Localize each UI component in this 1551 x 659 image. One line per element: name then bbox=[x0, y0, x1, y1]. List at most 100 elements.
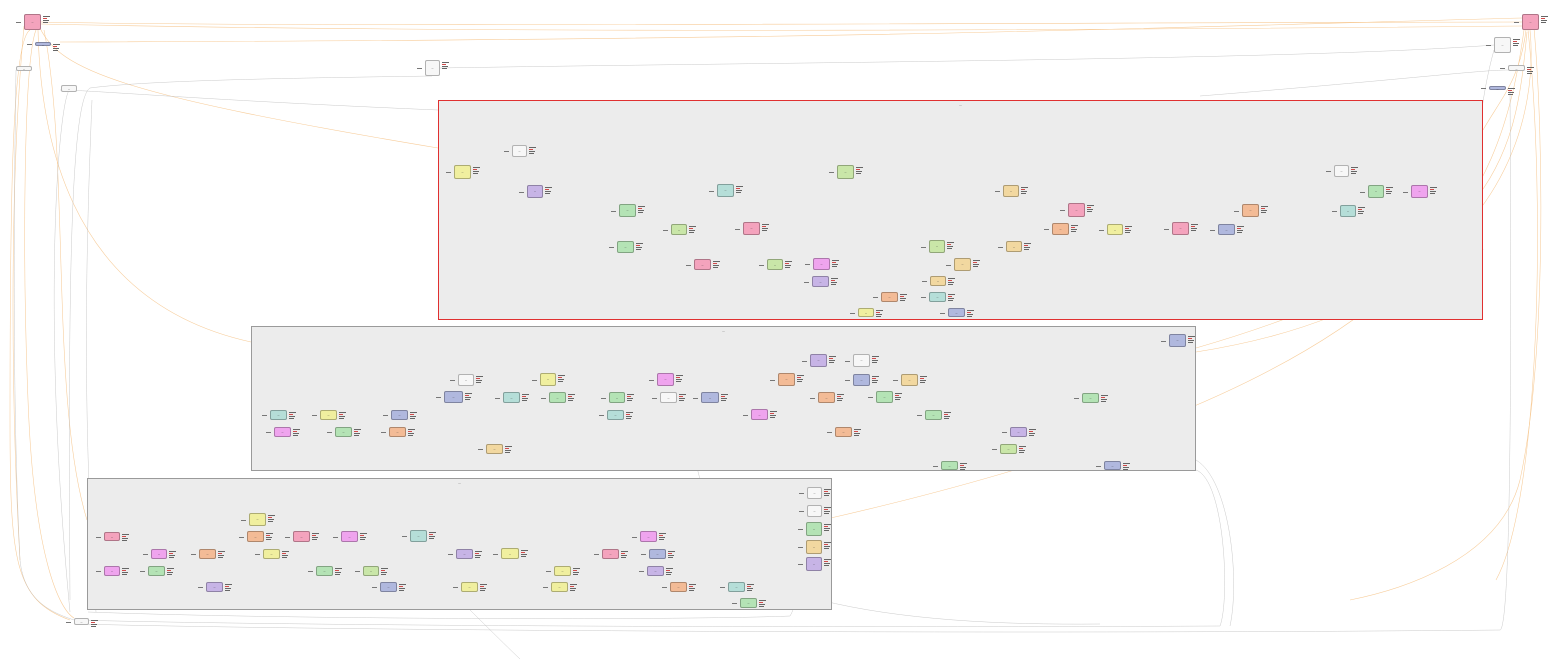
graph-node[interactable]: — bbox=[743, 222, 760, 235]
graph-node[interactable]: — bbox=[881, 292, 898, 302]
graph-node[interactable]: — bbox=[410, 530, 427, 542]
graph-node[interactable]: — bbox=[1104, 461, 1121, 470]
graph-node[interactable]: — bbox=[454, 165, 471, 179]
graph-node[interactable]: — bbox=[461, 582, 478, 592]
graph-node[interactable]: — bbox=[1000, 444, 1017, 454]
graph-node[interactable]: — bbox=[657, 373, 674, 386]
graph-node[interactable]: — bbox=[425, 60, 440, 76]
graph-node[interactable]: — bbox=[1010, 427, 1027, 437]
graph-node[interactable]: — bbox=[206, 582, 223, 592]
graph-node[interactable]: — bbox=[512, 145, 527, 157]
graph-node[interactable]: — bbox=[858, 308, 874, 317]
graph-node[interactable]: — bbox=[199, 549, 216, 559]
graph-node[interactable]: — bbox=[876, 391, 893, 403]
graph-node[interactable]: — bbox=[1340, 205, 1356, 217]
graph-node[interactable]: — bbox=[1006, 241, 1022, 252]
graph-node[interactable]: — bbox=[609, 392, 625, 403]
graph-node[interactable]: — bbox=[363, 566, 379, 576]
graph-node[interactable]: — bbox=[1334, 165, 1349, 177]
graph-node[interactable]: — bbox=[818, 392, 835, 403]
graph-node[interactable]: — bbox=[1522, 14, 1539, 30]
graph-node[interactable]: — bbox=[293, 531, 310, 542]
graph-node[interactable]: — bbox=[740, 598, 757, 608]
graph-node[interactable]: — bbox=[391, 410, 408, 420]
graph-node[interactable]: — bbox=[853, 374, 870, 386]
cluster-bottom[interactable]: — bbox=[87, 478, 832, 610]
graph-node[interactable]: — bbox=[694, 259, 711, 270]
graph-node[interactable]: — bbox=[320, 410, 337, 420]
graph-node[interactable]: — bbox=[767, 259, 783, 270]
graph-node[interactable]: — bbox=[35, 42, 51, 47]
graph-node[interactable]: — bbox=[380, 582, 397, 592]
graph-node[interactable]: — bbox=[104, 566, 120, 576]
graph-node[interactable]: — bbox=[813, 258, 830, 270]
graph-node[interactable]: — bbox=[837, 165, 854, 179]
graph-node[interactable]: — bbox=[810, 354, 827, 367]
graph-node[interactable]: — bbox=[806, 557, 822, 571]
graph-node[interactable]: — bbox=[274, 427, 291, 437]
graph-node[interactable]: — bbox=[640, 531, 657, 542]
graph-node[interactable]: — bbox=[1411, 185, 1428, 198]
graph-node[interactable]: — bbox=[389, 427, 406, 437]
graph-node[interactable]: — bbox=[554, 566, 571, 576]
graph-node[interactable]: — bbox=[335, 427, 352, 437]
graph-node[interactable]: — bbox=[1169, 334, 1186, 347]
graph-node[interactable]: — bbox=[1107, 224, 1123, 235]
graph-node[interactable]: — bbox=[316, 566, 333, 576]
graph-node[interactable]: — bbox=[751, 409, 768, 420]
graph-node[interactable]: — bbox=[16, 66, 32, 71]
graph-node[interactable]: — bbox=[1052, 223, 1069, 235]
graph-node[interactable]: — bbox=[456, 549, 473, 559]
graph-node[interactable]: — bbox=[930, 276, 946, 286]
graph-node[interactable]: — bbox=[929, 292, 946, 302]
graph-node[interactable]: — bbox=[444, 391, 463, 403]
graph-node[interactable]: — bbox=[148, 566, 165, 576]
graph-node[interactable]: — bbox=[806, 540, 822, 554]
graph-node[interactable]: — bbox=[812, 276, 829, 287]
graph-node[interactable]: — bbox=[617, 241, 634, 253]
graph-node[interactable]: — bbox=[247, 531, 264, 542]
graph-node[interactable]: — bbox=[486, 444, 503, 454]
graph-node[interactable]: — bbox=[901, 374, 918, 386]
graph-node[interactable]: — bbox=[602, 549, 619, 559]
graph-node[interactable]: — bbox=[1508, 65, 1525, 71]
graph-node[interactable]: — bbox=[807, 487, 822, 499]
graph-node[interactable]: — bbox=[929, 240, 945, 253]
graph-node[interactable]: — bbox=[835, 427, 852, 437]
graph-node[interactable]: — bbox=[1494, 37, 1511, 53]
graph-node[interactable]: — bbox=[61, 85, 77, 92]
graph-node[interactable]: — bbox=[619, 204, 636, 217]
graph-node[interactable]: — bbox=[540, 373, 556, 386]
graph-node[interactable]: — bbox=[549, 392, 566, 403]
graph-node[interactable]: — bbox=[701, 392, 719, 403]
graph-node[interactable]: — bbox=[270, 410, 287, 420]
graph-node[interactable]: — bbox=[1068, 203, 1085, 217]
graph-node[interactable]: — bbox=[1082, 393, 1099, 403]
graph-node[interactable]: — bbox=[717, 184, 734, 197]
graph-node[interactable]: — bbox=[151, 549, 167, 559]
graph-node[interactable]: — bbox=[249, 513, 266, 526]
graph-node[interactable]: — bbox=[74, 618, 89, 625]
graph-node[interactable]: — bbox=[503, 392, 520, 403]
graph-node[interactable]: — bbox=[1172, 222, 1189, 235]
graph-node[interactable]: — bbox=[941, 461, 958, 470]
graph-node[interactable]: — bbox=[1242, 204, 1259, 217]
graph-node[interactable]: — bbox=[954, 258, 971, 271]
graph-node[interactable]: — bbox=[778, 373, 795, 386]
graph-node[interactable]: — bbox=[647, 566, 664, 576]
graph-node[interactable]: — bbox=[806, 522, 822, 536]
graph-node[interactable]: — bbox=[551, 582, 568, 592]
graph-node[interactable]: — bbox=[948, 308, 965, 317]
graph-node[interactable]: — bbox=[458, 374, 474, 386]
graph-node[interactable]: — bbox=[24, 14, 41, 30]
graph-node[interactable]: — bbox=[649, 549, 666, 559]
graph-node[interactable]: — bbox=[104, 532, 120, 541]
graph-node[interactable]: — bbox=[527, 185, 543, 198]
graph-node[interactable]: — bbox=[728, 582, 745, 592]
graph-node[interactable]: — bbox=[670, 582, 687, 592]
graph-node[interactable]: — bbox=[853, 354, 870, 367]
graph-node[interactable]: — bbox=[501, 548, 519, 559]
graph-node[interactable]: — bbox=[1368, 185, 1384, 198]
graph-node[interactable]: — bbox=[660, 392, 677, 403]
graph-node[interactable]: — bbox=[1489, 86, 1506, 91]
